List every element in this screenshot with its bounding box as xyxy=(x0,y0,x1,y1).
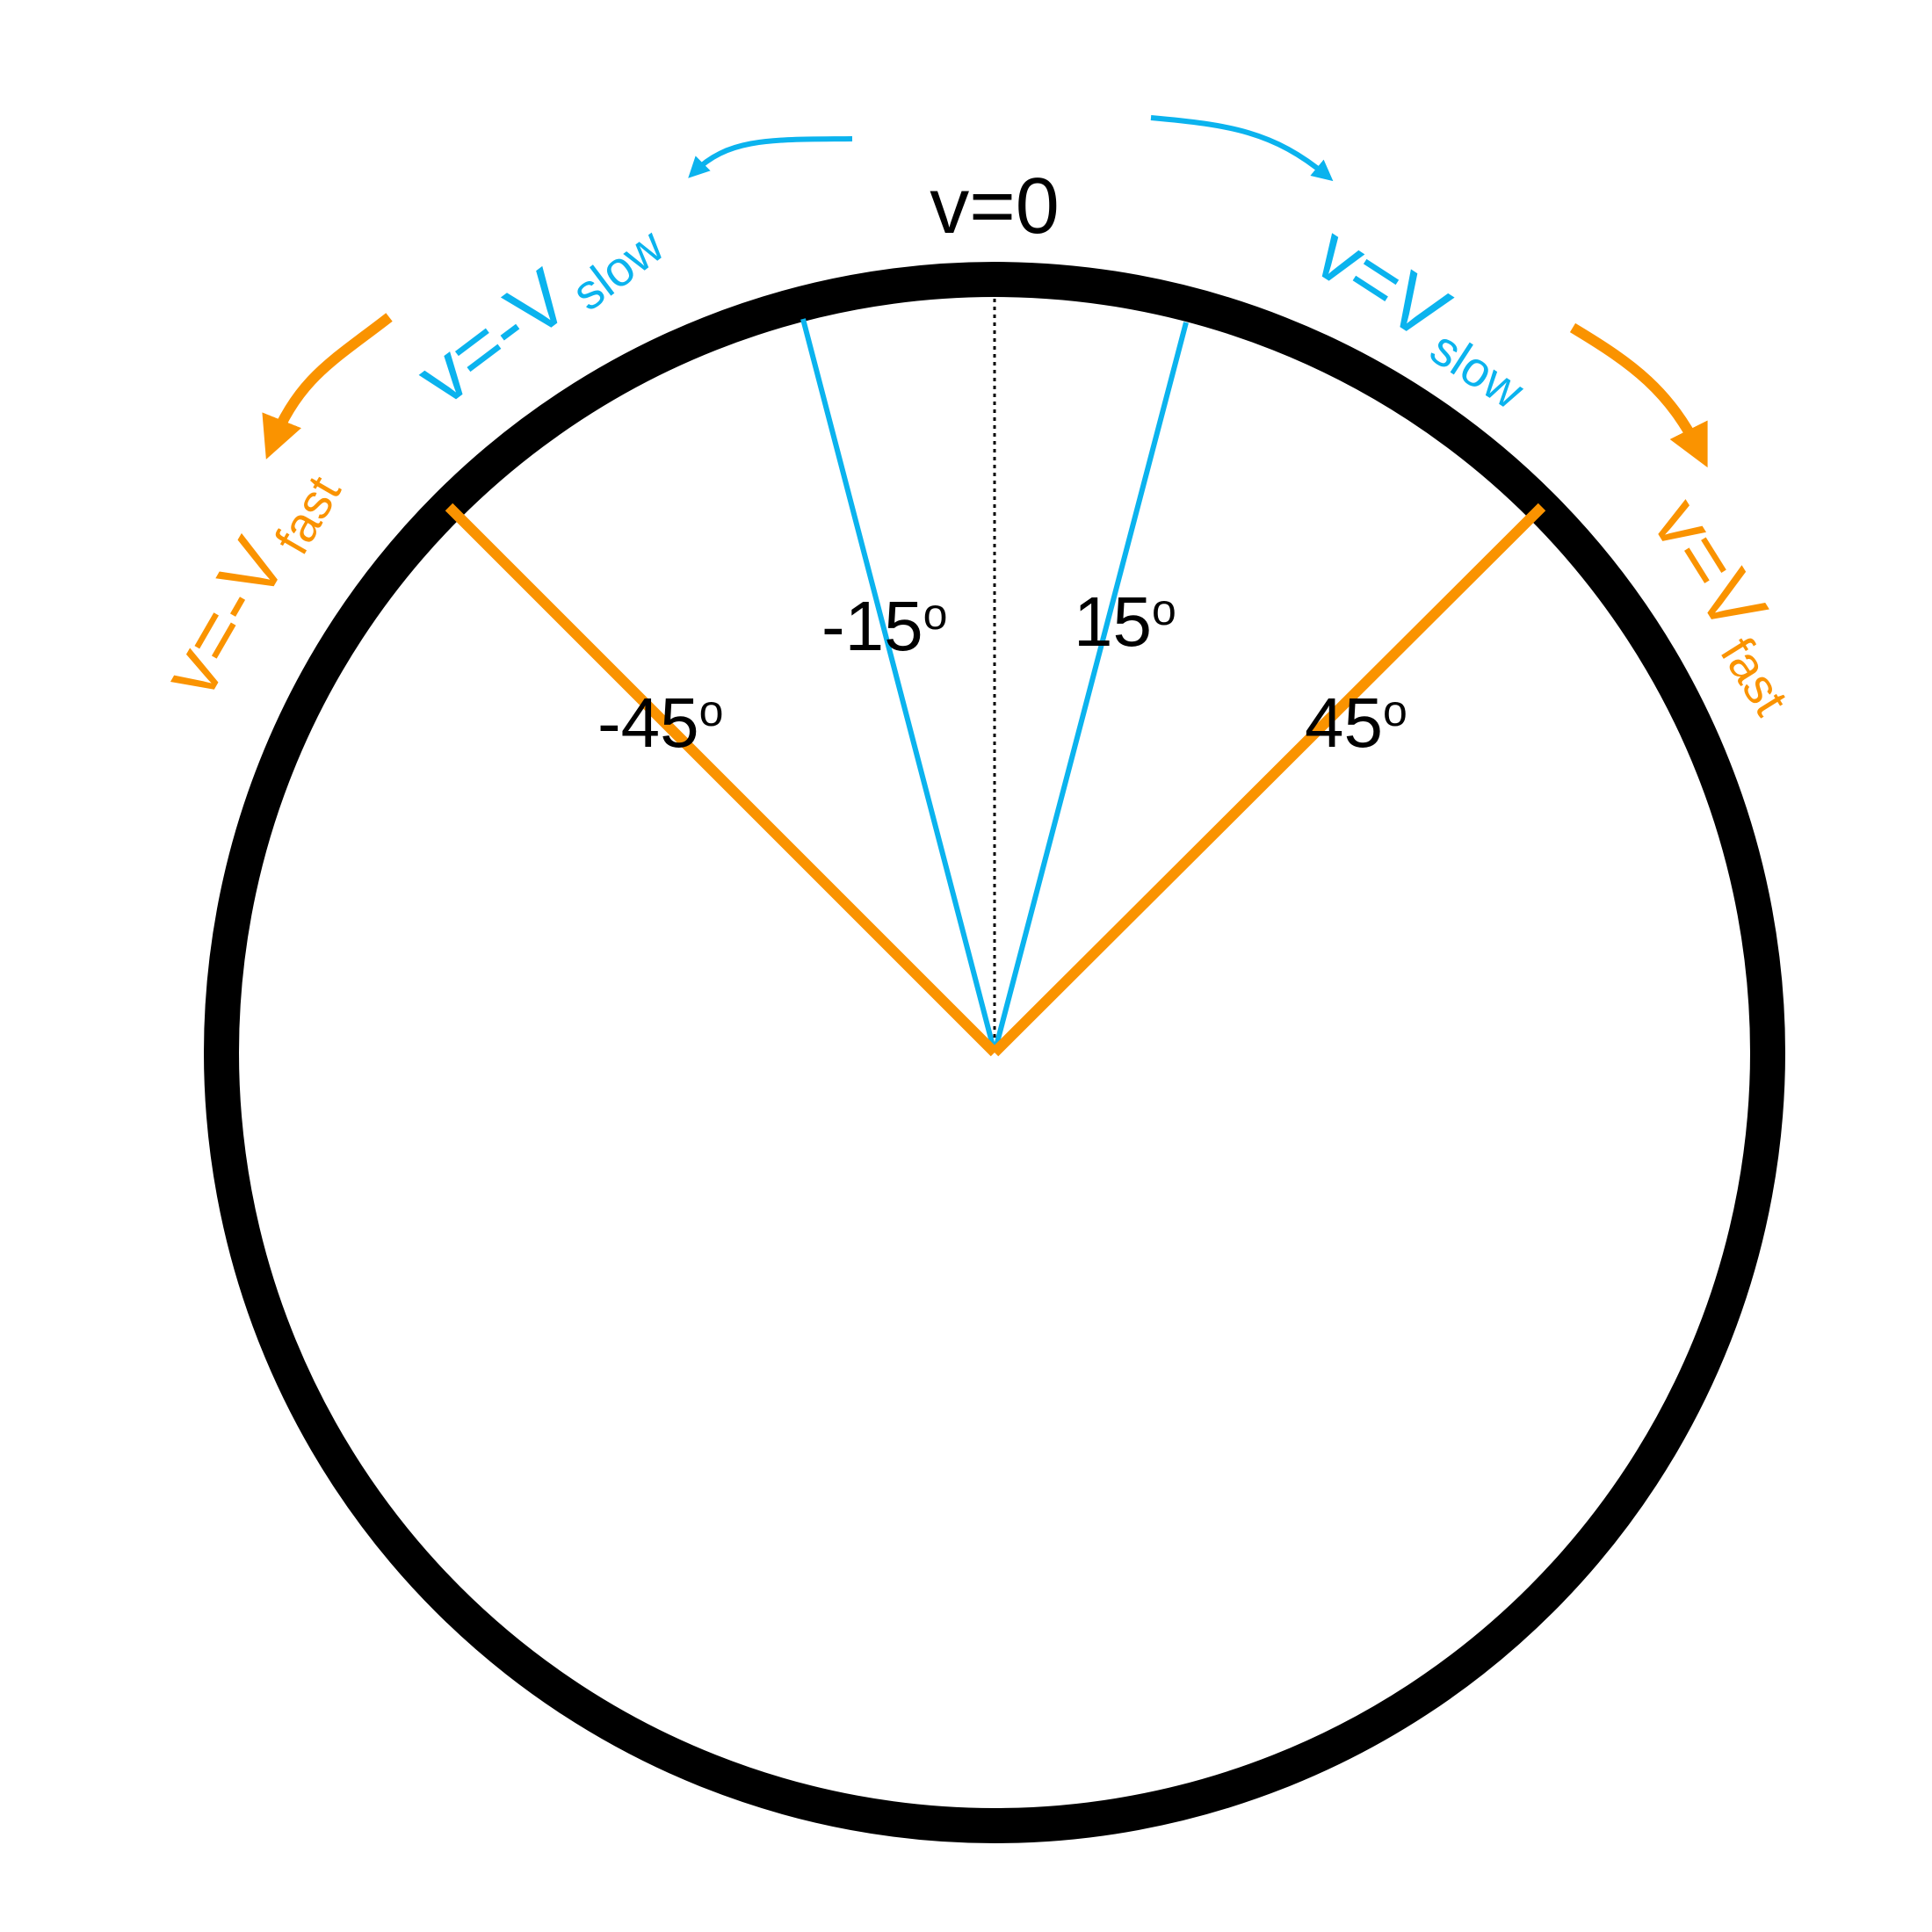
outer-circle xyxy=(204,262,1785,1843)
line-pos15 xyxy=(992,322,1189,1053)
arrow-fast-left xyxy=(262,313,393,459)
neg-slow-label: v=-Vslow xyxy=(402,188,674,425)
line-neg15 xyxy=(800,318,997,1053)
pos-slow-label: v=Vslow xyxy=(1298,209,1554,420)
angle-pos15-label: 15o xyxy=(1074,582,1176,661)
angle-neg15-label: -15o xyxy=(821,587,947,665)
line-pos45 xyxy=(990,503,1546,1057)
arrow-slow-left xyxy=(688,136,853,178)
line-neg45 xyxy=(445,503,999,1057)
arrow-fast-right xyxy=(1569,322,1708,468)
arrow-slow-right xyxy=(1150,115,1334,182)
angle-pos45-label: 45o xyxy=(1305,684,1407,762)
v-zero-label: v=0 xyxy=(930,163,1060,250)
angle-neg45-label: -45o xyxy=(597,684,723,762)
